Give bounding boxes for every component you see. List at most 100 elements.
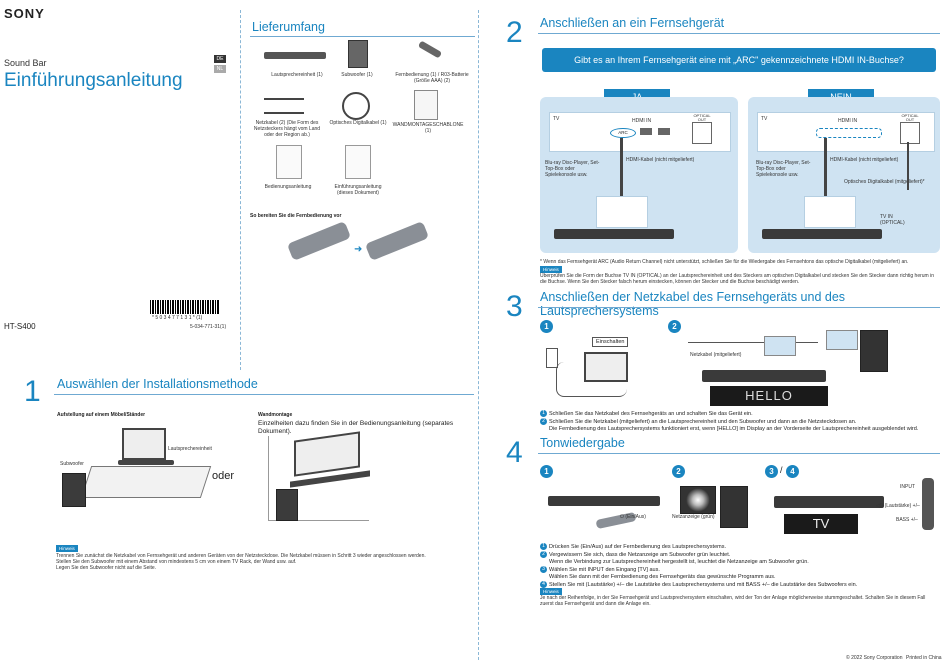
section4-note-badge: Hinweis [540, 588, 562, 595]
remote-prep-image-1 [286, 221, 352, 261]
no-tv-in-label: TV IN (OPTICAL) [880, 214, 905, 226]
item-guide-image [345, 145, 371, 179]
wall-socket-icon [546, 348, 558, 368]
document-title: Einführungsanleitung [4, 70, 183, 91]
yes-hdmi-port-2 [640, 128, 652, 135]
section1-note-2: Stellen Sie den Subwoofer mit einem Abst… [56, 559, 297, 565]
package-title: Lieferumfang [252, 20, 325, 34]
tv-display: TV [784, 514, 858, 534]
section4-slash: / [780, 465, 783, 475]
section4-step2-badge: 2 [672, 465, 685, 478]
part-number: 5-034-771-31(1) [190, 324, 227, 330]
no-optical-label: OPTICAL OUT [901, 113, 919, 122]
section4-number: 4 [506, 436, 523, 469]
yes-hdmi-cable-label: HDMI-Kabel (nicht mitgeliefert) [626, 157, 695, 163]
label-soundbar: Lautsprechereinheit [168, 446, 212, 452]
or-label: oder [212, 470, 235, 482]
lang-badge-de: DE [214, 55, 226, 63]
arrow-icon: ➜ [354, 244, 363, 255]
section4-remote-2 [922, 478, 934, 530]
no-optical-cable-label: Optisches Digitalkabel (mitgeliefert)* [844, 179, 925, 185]
section3-number: 3 [506, 290, 523, 323]
section4-step-2-detail: Wenn die Verbindung zur Lautsprechereinh… [549, 558, 809, 565]
s4-step-badge-4: 4 [540, 580, 547, 588]
section3-socket-2 [826, 330, 858, 350]
column-divider-center [478, 10, 479, 660]
soundbar-image [118, 460, 174, 465]
model-number: HT-S400 [4, 322, 36, 331]
item-optical-cable-image [342, 92, 370, 120]
section4-step-3-text: Wählen Sie mit INPUT den Eingang [TV] au… [549, 566, 660, 573]
item-remote-label: Fernbedienung (1) / R03-Batterie (Größe … [395, 72, 469, 84]
volume-label: ◁)) (Lautstärke) +/– [876, 503, 920, 509]
volume-label-text: (Lautstärke) +/– [884, 503, 920, 509]
item-guide-label: Einführungsanleitung (dieses Dokument) [334, 184, 382, 196]
no-tv-label: TV [761, 116, 768, 122]
section4-step-4-text: Stellen Sie mit (Lautstärke) +/– die Lau… [549, 581, 858, 588]
section1-number: 1 [24, 375, 41, 408]
power-cable-label: Netzkabel (mitgeliefert) [690, 352, 742, 358]
s4-step-badge-2: 2 [540, 550, 547, 558]
product-name: Sound Bar [4, 58, 47, 68]
section3-step1-badge: 1 [540, 320, 553, 333]
section3-title: Anschließen der Netzkabel des Fernsehger… [540, 290, 846, 318]
no-optical-port [900, 122, 920, 144]
section1-note-1: Trennen Sie zunächst die Netzkabel von F… [56, 553, 426, 559]
no-tv-panel [757, 112, 935, 152]
tv-rack-image [80, 466, 212, 498]
hello-display: HELLO [710, 386, 828, 406]
item-remote-image [417, 40, 443, 59]
no-optical-cable [907, 142, 909, 190]
section4-step3-badge: 3 [765, 465, 778, 478]
section4-soundbar-1 [548, 496, 660, 506]
section3-step-2-detail: Die Fernbedienung des Lautsprechersystem… [549, 425, 919, 432]
item-template-label: WANDMONTAGESCHABLONE (1) [392, 122, 464, 134]
section1-title: Auswählen der Installationsmethode [57, 377, 258, 391]
section4-soundbar-2 [774, 496, 884, 508]
subwoofer-image [62, 473, 86, 507]
power-led-image [680, 486, 716, 514]
placement-furniture-heading: Aufstellung auf einem Möbel/Ständer [57, 412, 146, 418]
wall-image [268, 436, 369, 521]
item-soundbar-image [264, 52, 326, 59]
no-hdmi-cable-label: HDMI-Kabel (nicht mitgeliefert) [830, 157, 899, 163]
remote-prep-image-2 [364, 221, 430, 261]
section4-step1-badge: 1 [540, 465, 553, 478]
input-label: INPUT [900, 484, 915, 490]
power-led-label: Netzanzeige (grün) [672, 514, 715, 520]
yes-hdmi-port-3 [658, 128, 670, 135]
no-hdmi-ports [816, 128, 882, 138]
barcode [150, 300, 220, 314]
section4-step-1-text: Drücken Sie (Ein/Aus) auf der Fernbedien… [549, 543, 727, 550]
section1-note-badge: Hinweis [56, 545, 78, 552]
no-hdmi-label: HDMI IN [838, 118, 858, 124]
yes-hdmi-label: HDMI IN [632, 118, 652, 124]
section2-title-rule [538, 33, 940, 34]
step-badge-1: 1 [540, 410, 547, 417]
section4-step-2-text: Vergewissern Sie sich, dass die Netzanze… [549, 551, 731, 558]
footer-printed: Printed in China [906, 655, 942, 661]
section1-notes: Trennen Sie zunächst die Netzkabel von F… [56, 553, 466, 571]
section2-title: Anschließen an ein Fernsehgerät [540, 16, 725, 30]
no-devices-label: Blu-ray Disc-Player, Set-Top-Box oder Sp… [756, 160, 811, 178]
item-power-cable-image [264, 98, 304, 114]
yes-hdmi-cable [620, 138, 623, 206]
wall-subwoofer-image [276, 489, 298, 521]
s4-step-badge-1: 1 [540, 543, 547, 550]
no-soundbar [762, 229, 882, 239]
section1-note-3: Legen Sie den Subwoofer nicht auf die Se… [56, 565, 157, 571]
section1-title-rule [54, 394, 474, 395]
item-subwoofer-label: Subwoofer (1) [341, 72, 373, 78]
yes-arc-port: ARC [610, 128, 636, 138]
power-label: ⏻ (Ein/Aus) [620, 514, 646, 520]
item-template-image [414, 90, 438, 120]
volume-icon: ◁)) [876, 503, 884, 509]
item-subwoofer-image [348, 40, 368, 68]
no-hdmi-cable [824, 138, 827, 206]
section3-power-cable [688, 342, 818, 343]
power-icon: ⏻ [620, 514, 624, 520]
